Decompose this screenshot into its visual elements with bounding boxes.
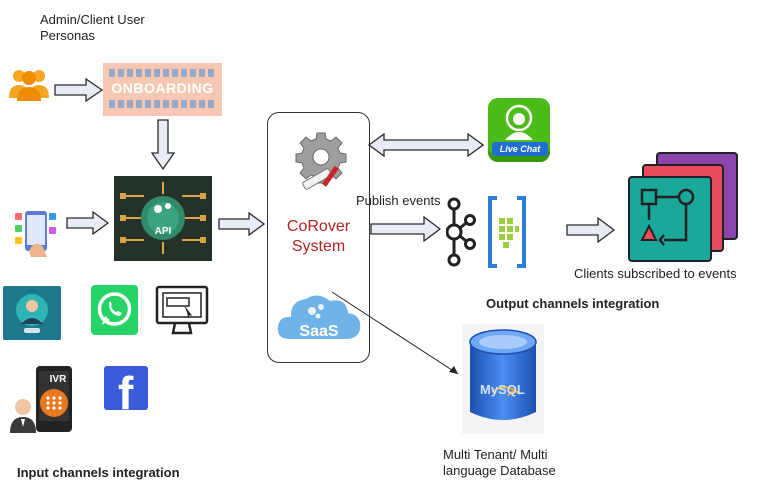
arrow-hub-to-clients bbox=[566, 217, 616, 243]
database-label: Multi Tenant/ Multi language Database bbox=[443, 447, 556, 479]
onboarding-banner: ONBOARDING bbox=[103, 63, 222, 116]
arrow-api-to-core bbox=[218, 212, 266, 236]
database-label-line2: language Database bbox=[443, 463, 556, 478]
saas-cloud-icon bbox=[277, 295, 361, 339]
client-card-front bbox=[628, 176, 712, 262]
users-group-icon bbox=[8, 66, 50, 102]
arrow-core-livechat bbox=[368, 133, 484, 157]
core-name-line1: CoRover bbox=[286, 218, 351, 235]
api-label: API bbox=[154, 226, 172, 237]
personas-title: Admin/Client User Personas bbox=[40, 12, 145, 44]
saas-label: SaaS bbox=[299, 323, 339, 340]
publish-events-label: Publish events bbox=[356, 193, 441, 208]
arrow-onboarding-to-api bbox=[151, 119, 175, 171]
onboarding-label: ONBOARDING bbox=[111, 80, 214, 96]
database-logo-text: MySQL bbox=[480, 382, 525, 397]
live-chat-label: Live Chat bbox=[492, 142, 548, 156]
ivr-label: IVR bbox=[49, 374, 67, 385]
live-chat-icon[interactable]: Live Chat bbox=[488, 98, 550, 162]
ivr-phone-icon bbox=[10, 365, 74, 433]
whatsapp-icon bbox=[91, 285, 138, 335]
gear-icon bbox=[295, 132, 347, 190]
personas-title-line1: Admin/Client User bbox=[40, 12, 145, 27]
api-box: API bbox=[114, 176, 212, 261]
line-core-to-database bbox=[331, 291, 459, 375]
onboarding-icons-strip bbox=[109, 69, 216, 77]
event-hub-icon bbox=[488, 196, 526, 268]
mobile-apps-icon bbox=[13, 207, 57, 257]
web-monitor-icon bbox=[155, 285, 209, 337]
database-icon: MySQL bbox=[462, 324, 544, 434]
api-gears-icon bbox=[120, 182, 206, 254]
arrow-personas-to-onboarding bbox=[54, 78, 104, 102]
input-channels-title: Input channels integration bbox=[17, 465, 180, 480]
output-channels-title: Output channels integration bbox=[486, 296, 660, 311]
kafka-icon bbox=[446, 197, 476, 267]
clients-label: Clients subscribed to events bbox=[574, 266, 737, 281]
database-label-line1: Multi Tenant/ Multi bbox=[443, 447, 548, 462]
personas-title-line2: Personas bbox=[40, 28, 95, 43]
video-call-icon bbox=[3, 286, 61, 340]
arrow-apps-to-api bbox=[66, 211, 110, 235]
arrow-core-to-kafka bbox=[370, 216, 442, 242]
facebook-icon: f bbox=[104, 366, 148, 410]
onboarding-icons-strip-bottom bbox=[109, 100, 216, 108]
core-name: CoRover System bbox=[268, 217, 369, 257]
core-name-line2: System bbox=[291, 238, 346, 255]
clients-stack-icon bbox=[626, 152, 740, 262]
facebook-glyph: f bbox=[118, 367, 134, 410]
core-system-box: CoRover System SaaS bbox=[267, 112, 370, 363]
